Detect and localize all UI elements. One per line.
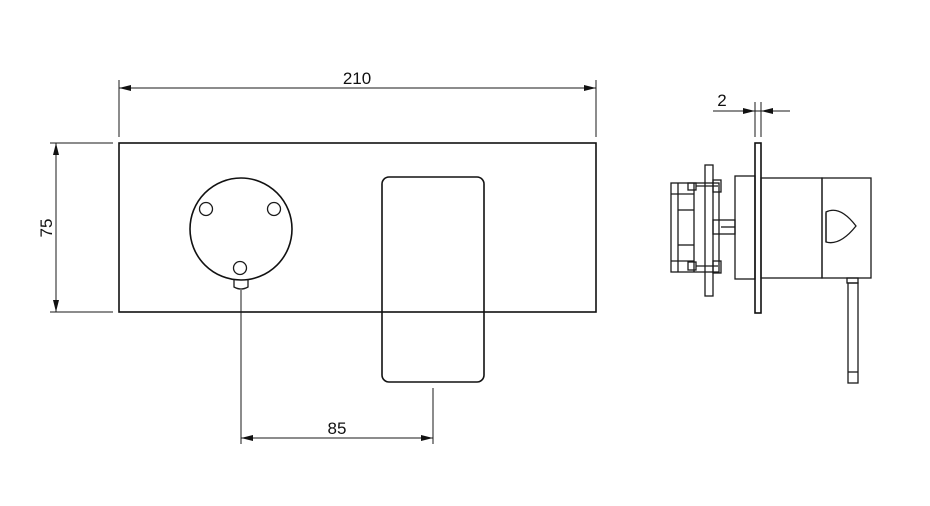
- dimension-height: 75: [37, 142, 113, 313]
- spout-collar: [846, 277, 859, 284]
- handle-screw: [198, 201, 214, 217]
- round-handle: [189, 177, 293, 281]
- cartridge-body: [734, 175, 756, 280]
- handle-screw: [266, 201, 282, 217]
- spout: [381, 176, 485, 383]
- dimension-thickness: 2: [713, 91, 790, 137]
- wall-plate: [754, 142, 762, 314]
- offset-label: 85: [328, 419, 347, 438]
- handle-stem: [233, 280, 249, 290]
- cover-plate: [118, 142, 597, 313]
- side-spout: [847, 282, 859, 384]
- front-view: [118, 142, 597, 383]
- height-label: 75: [37, 219, 56, 238]
- mounting-flange: [704, 164, 714, 297]
- dimension-offset: 85: [240, 290, 434, 444]
- width-label: 210: [343, 69, 371, 88]
- handle-body: [760, 177, 823, 279]
- side-view: [670, 142, 872, 384]
- dimension-width: 210: [118, 69, 597, 137]
- indicator-mark: [825, 209, 857, 244]
- handle-cap: [821, 177, 872, 279]
- handle-screw: [232, 260, 248, 276]
- thickness-label: 2: [717, 91, 726, 110]
